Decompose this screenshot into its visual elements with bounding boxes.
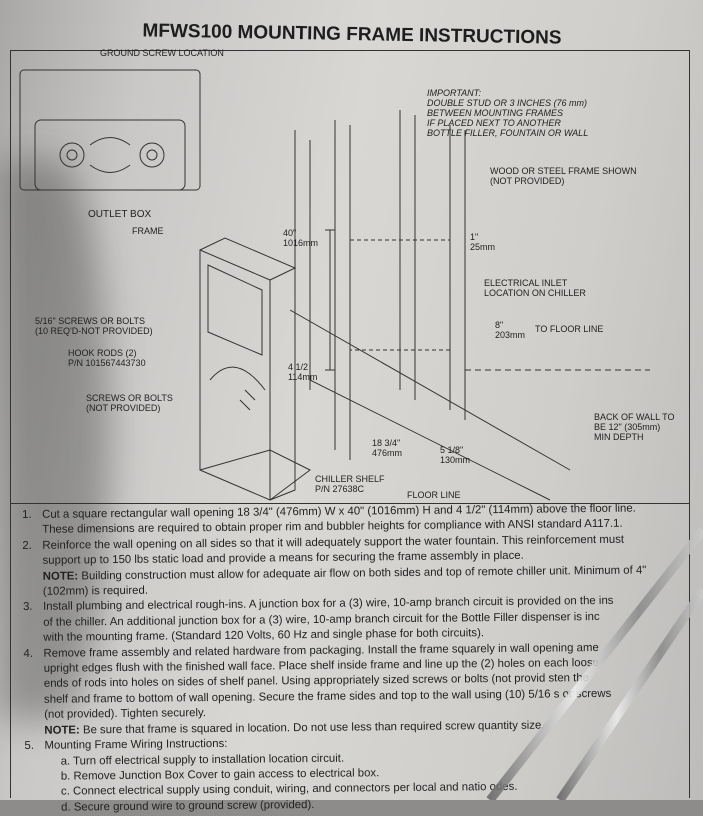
- instruction-border: [10, 50, 690, 798]
- dim-40: 40"1016mm: [283, 228, 319, 248]
- outlet-box-label: OUTLET BOX: [88, 209, 152, 220]
- ground-screw-label: GROUND SCREW LOCATION: [100, 48, 224, 58]
- frame-drawing: [199, 237, 311, 501]
- hook-rods-label: HOOK RODS (2)P/N 101567443730: [68, 348, 146, 368]
- dim-18-75: 18 3/4"476mm: [372, 438, 403, 458]
- outlet-box-detail: [19, 69, 201, 191]
- dim-5-125: 5 1/8"130mm: [440, 445, 471, 465]
- section-divider: [10, 503, 690, 504]
- mounting-frame-diagram: [19, 69, 650, 501]
- to-floor-line-label: TO FLOOR LINE: [535, 324, 604, 334]
- hand-shadow: [0, 160, 110, 720]
- metal-rod-foreground: [556, 587, 703, 800]
- floor-line-label: FLOOR LINE: [407, 490, 461, 500]
- frame-label: FRAME: [132, 226, 164, 236]
- screws-bolts-label: SCREWS OR BOLTS(NOT PROVIDED): [86, 393, 173, 413]
- wall-drawing: [289, 110, 650, 501]
- dim-8: 8"203mm: [495, 320, 526, 340]
- metal-rod-foreground: [486, 527, 703, 800]
- screws-bolts-516-label: 5/16" SCREWS OR BOLTS(10 REQ'D-NOT PROVI…: [35, 316, 153, 336]
- important-note: IMPORTANT:DOUBLE STUD OR 3 INCHES (76 mm…: [427, 88, 589, 138]
- dim-1: 1"25mm: [470, 232, 496, 252]
- wood-steel-frame-label: WOOD OR STEEL FRAME SHOWN(NOT PROVIDED): [490, 166, 637, 186]
